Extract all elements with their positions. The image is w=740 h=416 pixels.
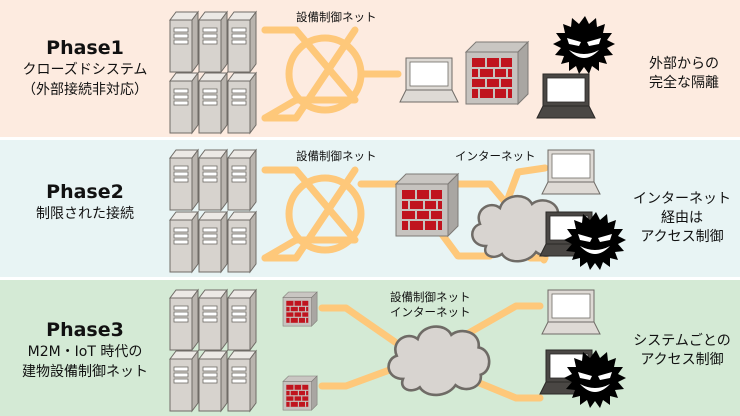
phase2-note: インターネット 経由は アクセス制御 bbox=[622, 190, 740, 247]
phase1-title: Phase1 bbox=[46, 37, 124, 59]
phase3-note-line2: アクセス制御 bbox=[640, 352, 724, 368]
phase2-internet-label: インターネット bbox=[455, 149, 536, 163]
network-cloud-icon bbox=[387, 325, 491, 397]
phase3-servers-top bbox=[169, 289, 257, 351]
phase3-servers-bottom bbox=[169, 350, 257, 412]
phase3-note-line1: システムごとの bbox=[633, 333, 731, 349]
laptop-icon bbox=[541, 149, 601, 195]
phase1-network-label: 設備制御ネット bbox=[296, 10, 377, 24]
phase2-note-line2: 経由は bbox=[661, 210, 703, 226]
attacker-laptop-icon bbox=[536, 73, 596, 119]
phase2-subtitle-line1: 制限された接続 bbox=[36, 206, 134, 222]
phase2-network-label: 設備制御ネット bbox=[296, 149, 377, 163]
phase1-note-line2: 完全な隔離 bbox=[649, 75, 719, 91]
phase3-band bbox=[0, 280, 740, 416]
firewall-icon bbox=[465, 41, 529, 105]
phase1-band bbox=[0, 0, 740, 137]
phase2-title: Phase2 bbox=[46, 181, 124, 203]
phase1-label-group: Phase1 クローズドシステム （外部接続非対応） bbox=[0, 36, 170, 100]
phase1-network bbox=[261, 26, 402, 122]
phase2-label-group: Phase2 制限された接続 bbox=[0, 180, 170, 224]
phase3-label-group: Phase3 M2M・IoT 時代の 建物設備制御ネット bbox=[0, 318, 170, 382]
phase3-note: システムごとの アクセス制御 bbox=[622, 332, 740, 370]
laptop-icon bbox=[541, 289, 601, 335]
phase1-servers-bottom bbox=[169, 72, 257, 134]
firewall-icon bbox=[282, 291, 318, 327]
phase2-note-line1: インターネット bbox=[633, 191, 731, 207]
phase1-subtitle-line1: クローズドシステム bbox=[22, 62, 148, 78]
phase3-subtitle-line2: 建物設備制御ネット bbox=[22, 364, 148, 380]
phase3-subtitle-line1: M2M・IoT 時代の bbox=[27, 344, 143, 360]
phase1-note: 外部からの 完全な隔離 bbox=[624, 55, 740, 93]
phase2-band bbox=[0, 140, 740, 277]
firewall-icon bbox=[395, 173, 459, 237]
phase3-internet-label: インターネット bbox=[390, 305, 471, 319]
phase2-servers-top bbox=[169, 149, 257, 211]
phase3-network bbox=[318, 302, 544, 402]
phase1-servers-top bbox=[169, 11, 257, 73]
firewall-icon bbox=[282, 375, 318, 411]
laptop-icon bbox=[399, 57, 459, 103]
attacker-icon bbox=[553, 16, 615, 74]
phase1-subtitle-line2: （外部接続非対応） bbox=[22, 82, 148, 98]
phase2-servers-bottom bbox=[169, 211, 257, 273]
phase3-network-label: 設備制御ネット bbox=[390, 290, 471, 304]
phase1-note-line1: 外部からの bbox=[649, 56, 719, 72]
phase3-title: Phase3 bbox=[46, 319, 124, 341]
phase2-note-line3: アクセス制御 bbox=[640, 229, 724, 245]
